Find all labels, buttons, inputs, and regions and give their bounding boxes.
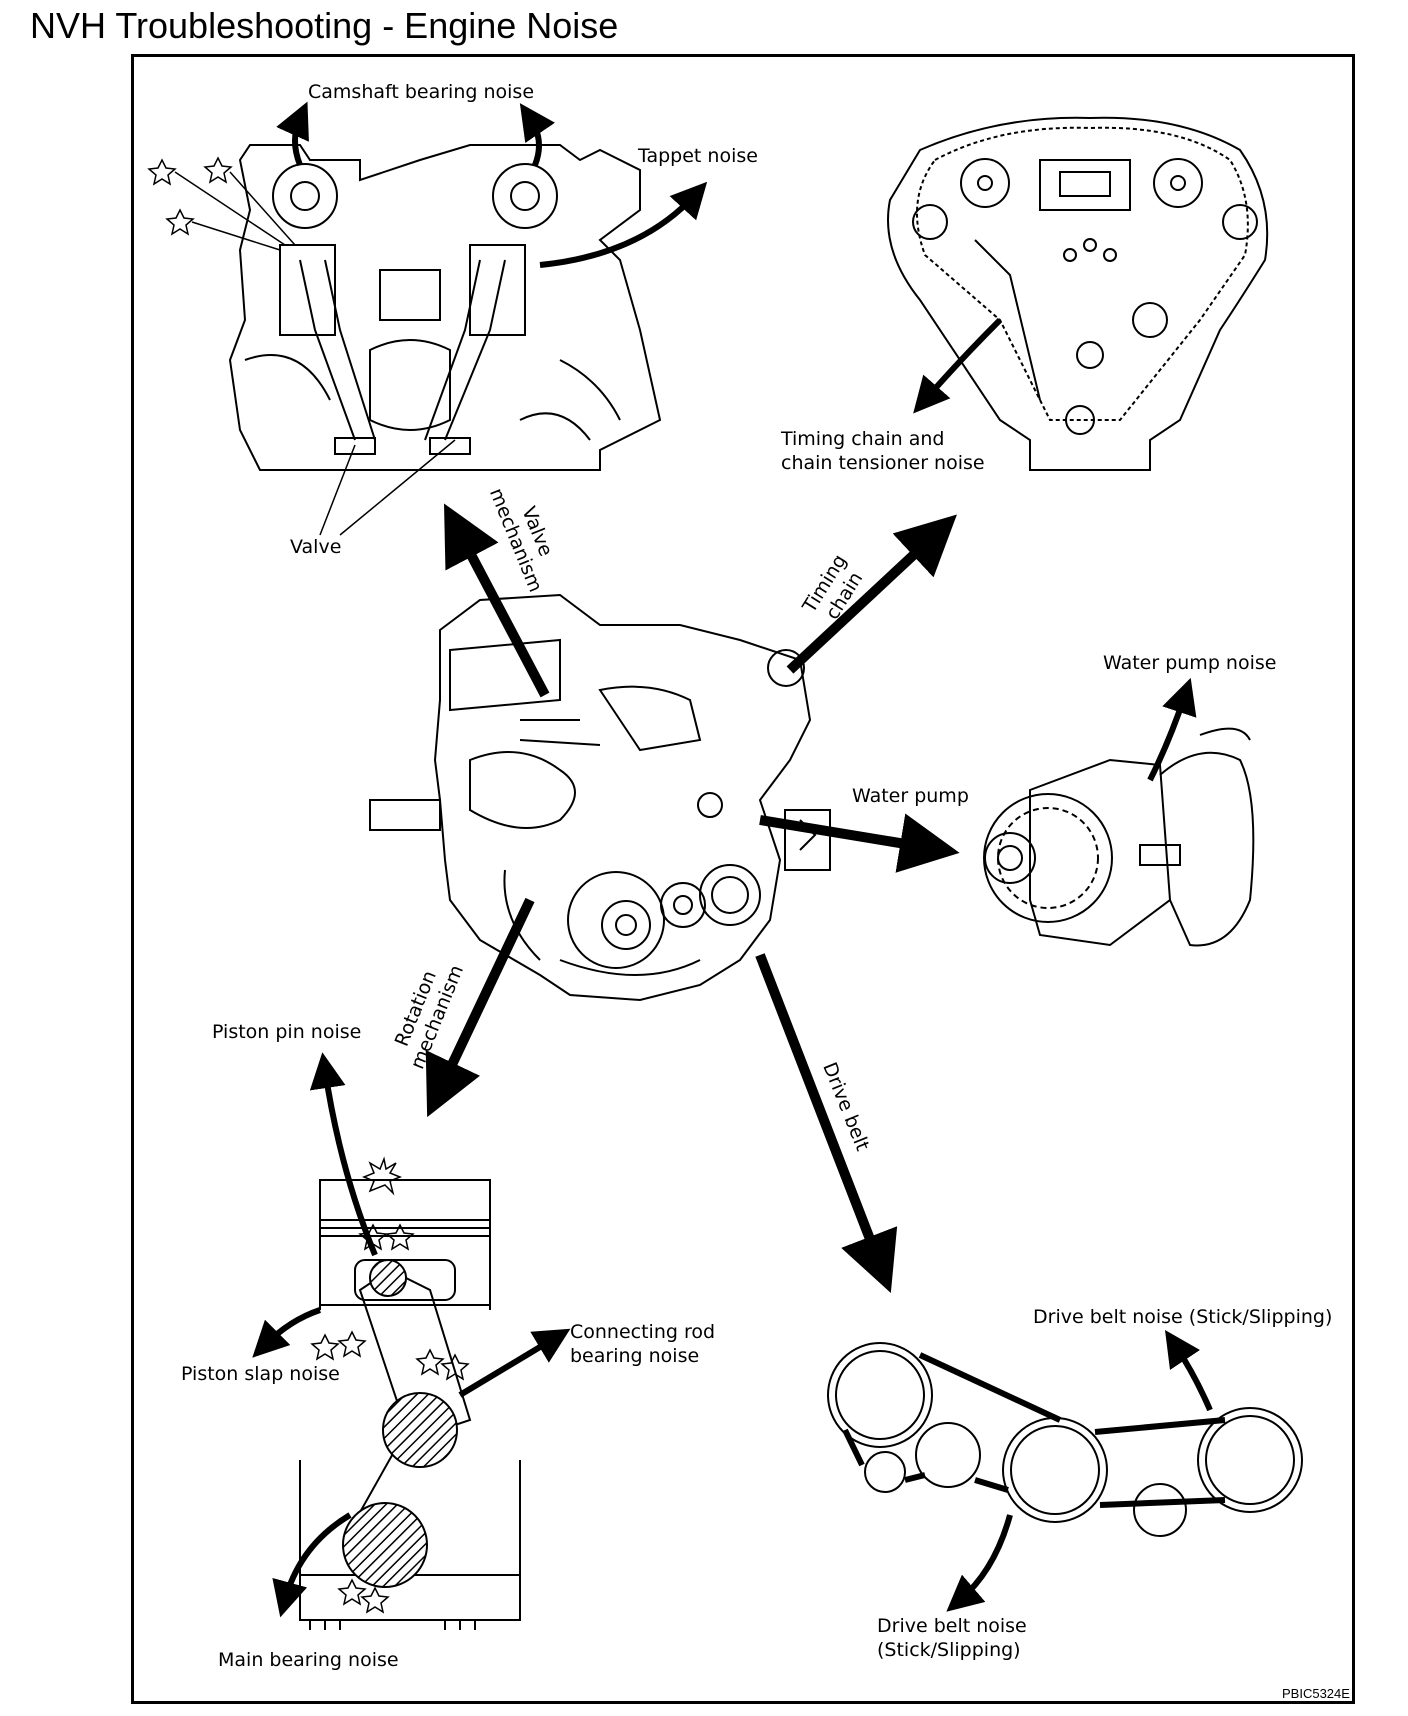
water-pump-noise-arrow [1147, 677, 1197, 782]
drive-belt-path [842, 1352, 1226, 1508]
main-bearing-noise-label: Main bearing noise [218, 1649, 399, 1671]
drive-belt-noise-arrows [946, 1330, 1213, 1612]
engine-assembly-illustration [369, 593, 831, 1002]
star-marks-cylinder-head [147, 156, 296, 251]
water-pump-illustration [983, 727, 1255, 947]
piston-pin-noise-label: Piston pin noise [212, 1021, 362, 1043]
valve-label: Valve [290, 536, 342, 558]
page-title: NVH Troubleshooting - Engine Noise [30, 5, 619, 46]
connecting-rod-noise-line2: bearing noise [570, 1345, 700, 1367]
timing-chain-noise-arrow [913, 317, 1003, 414]
drive-belt-illustration [827, 1342, 1303, 1537]
piston-noise-arrows [252, 1052, 571, 1618]
piston-pin-hatched [369, 1259, 407, 1297]
drive-belt-arrow [755, 953, 898, 1293]
timing-chain-noise-label-line2: chain tensioner noise [781, 452, 985, 474]
rotation-mechanism-arrow [425, 897, 535, 1118]
piston-star-marks [310, 1156, 470, 1614]
tappet-noise-label: Tappet noise [638, 145, 758, 167]
water-pump-noise-label: Water pump noise [1103, 652, 1277, 674]
camshaft-bearing-noise-label: Camshaft bearing noise [308, 81, 535, 103]
main-bearing-hatched [342, 1502, 428, 1588]
water-pump-arrow [759, 813, 960, 873]
head-noise-arrows [276, 101, 708, 268]
timing-chain-arrow [786, 514, 957, 674]
drive-belt-noise-bottom-line2: (Stick/Slipping) [877, 1639, 1021, 1661]
drive-belt-noise-bottom-line1: Drive belt noise [877, 1615, 1027, 1637]
timing-chain-illustration [887, 116, 1269, 471]
water-pump-label: Water pump [852, 785, 969, 807]
conrod-bearing-hatched [382, 1392, 458, 1468]
diagram-frame [131, 54, 1355, 1704]
valve-leaders [319, 439, 456, 536]
drive-belt-noise-top-label: Drive belt noise (Stick/Slipping) [1033, 1306, 1333, 1328]
category-arrows [425, 503, 960, 1293]
cylinder-head-illustration [228, 144, 662, 471]
timing-chain-noise-label-line1: Timing chain and [781, 428, 945, 450]
piston-slap-noise-label: Piston slap noise [181, 1363, 340, 1385]
figure-code: PBIC5324E [1282, 1686, 1350, 1701]
valve-mechanism-arrow [444, 503, 550, 698]
connecting-rod-noise-line1: Connecting rod [570, 1321, 716, 1343]
